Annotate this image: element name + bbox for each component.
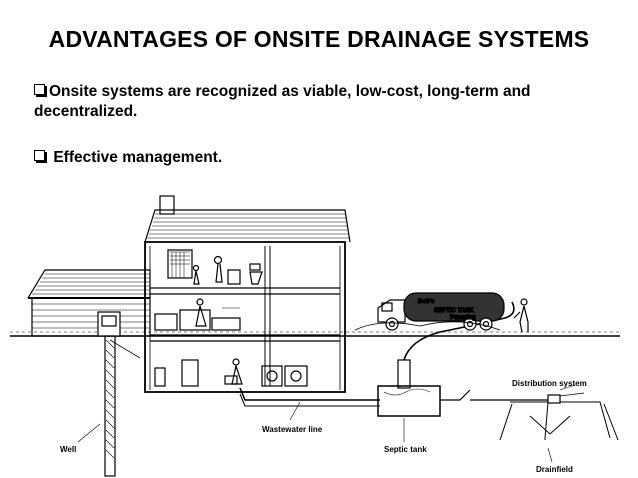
label-septic-tank: Septic tank [384, 445, 427, 454]
worker-figure [513, 298, 529, 333]
checkbox-bullet-icon [34, 150, 45, 161]
septic-truck: Bob's SEPTIC TANK Pumping [354, 292, 505, 331]
label-well: Well [60, 445, 76, 454]
onsite-drainage-illustration: Bob's SEPTIC TANK Pumping Well Wastewate… [10, 195, 620, 477]
wastewater-pipe [239, 387, 380, 407]
slide-title: ADVANTAGES OF ONSITE DRAINAGE SYSTEMS [48, 26, 590, 52]
well [104, 335, 141, 477]
label-distribution-system: Distribution system [512, 379, 587, 388]
distribution-system [470, 392, 619, 441]
bullet-text-2: Effective management. [53, 149, 223, 166]
label-wastewater-line: Wastewater line [262, 425, 323, 434]
truck-company-text: Bob's [418, 299, 435, 305]
leader-lines [77, 384, 576, 463]
garage-building [27, 269, 151, 337]
bullet-item-2: Effective management. [34, 148, 614, 168]
label-drainfield: Drainfield [536, 465, 573, 474]
house [144, 195, 351, 393]
truck-sub-text: Pumping [450, 315, 476, 321]
truck-sign-text: SEPTIC TANK [434, 308, 474, 314]
bullet-text-1: Onsite systems are recognized as viable,… [34, 83, 531, 120]
checkbox-bullet-icon [34, 84, 45, 95]
septic-tank [377, 359, 471, 417]
bullet-item-1: Onsite systems are recognized as viable,… [34, 82, 614, 122]
